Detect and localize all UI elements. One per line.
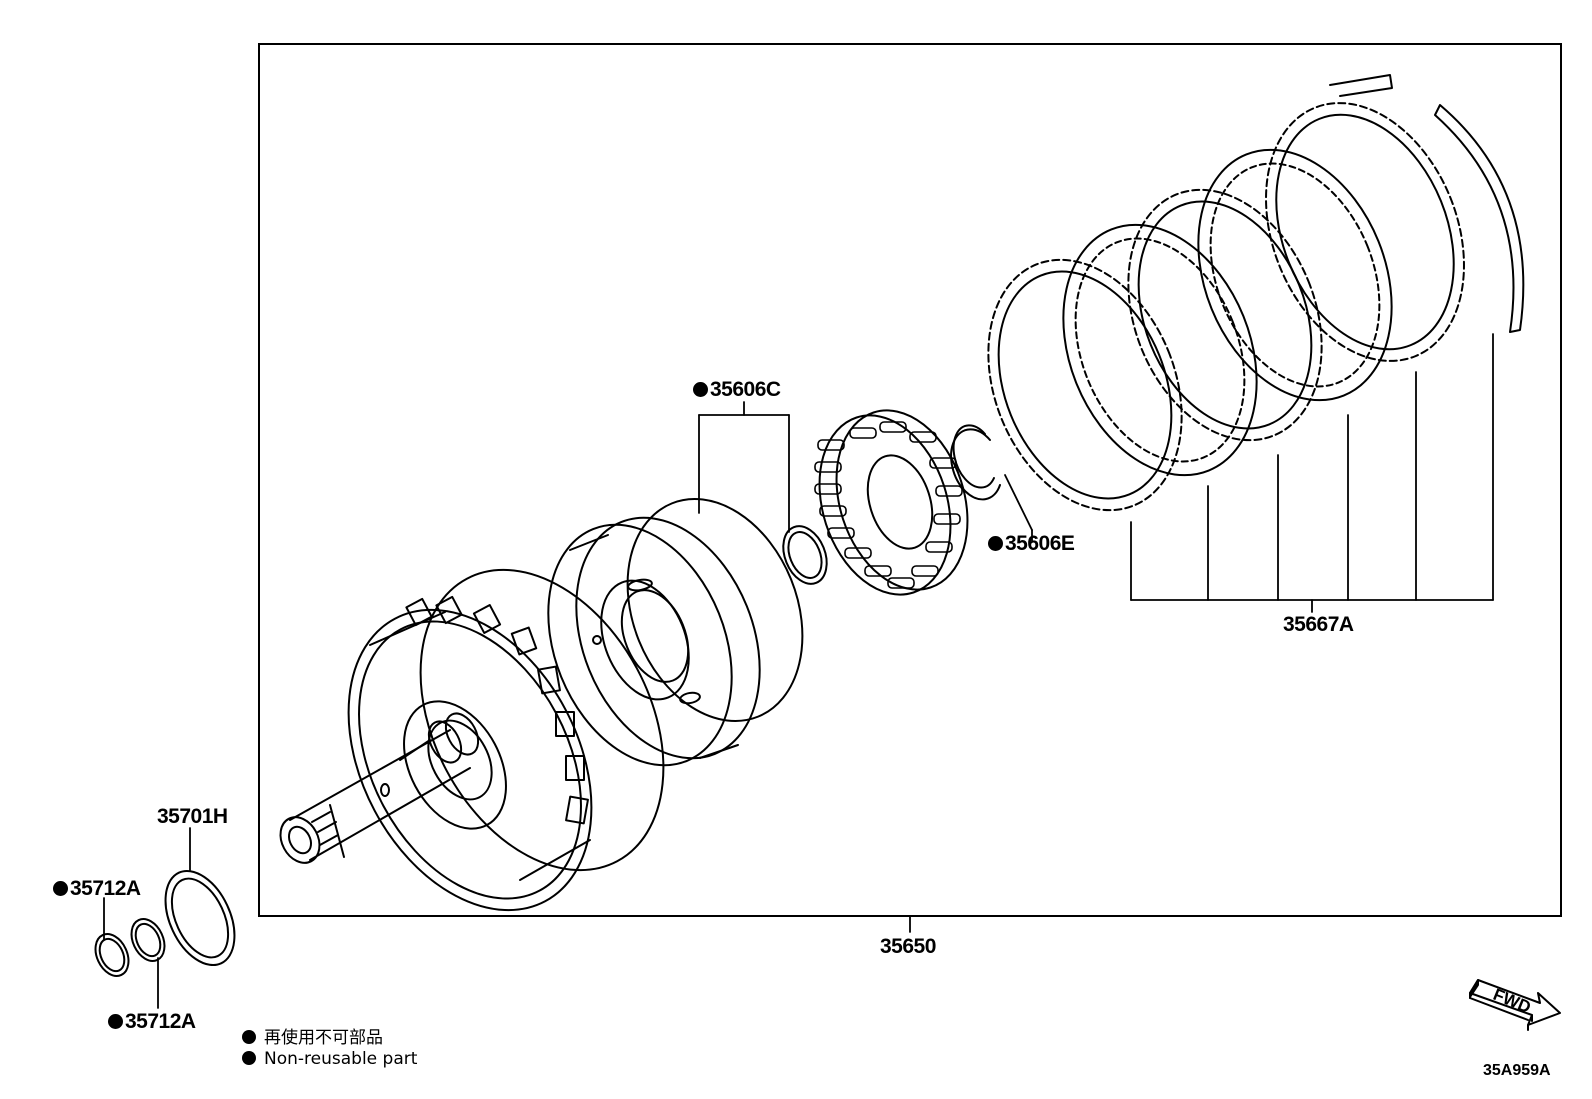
piston-outer-seal-ring [626,498,804,722]
clutch-drum-with-shaft [279,568,665,912]
part-number: 35712A [125,1010,196,1033]
return-spring-retainer [814,409,969,596]
legend-dot-icon [242,1030,256,1044]
snap-ring-small [950,428,1001,501]
clutch-disc-pack [987,74,1525,512]
part-number: 35667A [1283,613,1354,636]
legend-text-en: Non-reusable part [264,1049,418,1069]
label-35712a-bottom: 35712A [108,1010,196,1034]
label-35667a: 35667A [1283,613,1354,637]
piston-inner-seal-ring [782,525,828,585]
legend-english: Non-reusable part [242,1049,417,1069]
fwd-label: FWD [1491,985,1534,1017]
diagram-id: 35A959A [1483,1062,1551,1079]
non-reusable-dot-icon [988,536,1003,551]
assembly-frame [258,43,1562,917]
part-number: 35712A [70,877,141,900]
clutch-piston [547,516,761,767]
label-35712a-top: 35712A [53,877,141,901]
label-35701h: 35701H [157,805,228,829]
legend-japanese: 再使用不可部品 [242,1023,383,1048]
legend-text-jp: 再使用不可部品 [264,1028,383,1048]
part-number: 35701H [157,805,228,828]
label-35606c: 35606C [693,378,781,402]
seal-ring-b [94,933,130,977]
part-number: 35606E [1005,532,1075,555]
label-35606e: 35606E [988,532,1075,556]
fwd-arrow-icon: FWD [1469,979,1561,1031]
leader-lines [103,333,1494,1009]
label-35650: 35650 [880,935,936,959]
thrust-bearing-race [164,869,236,967]
legend-dot-icon [242,1051,256,1065]
seal-ring-a [130,918,166,962]
non-reusable-dot-icon [108,1014,123,1029]
part-number: 35650 [880,935,936,958]
part-number: 35606C [710,378,781,401]
non-reusable-dot-icon [53,881,68,896]
non-reusable-dot-icon [693,382,708,397]
